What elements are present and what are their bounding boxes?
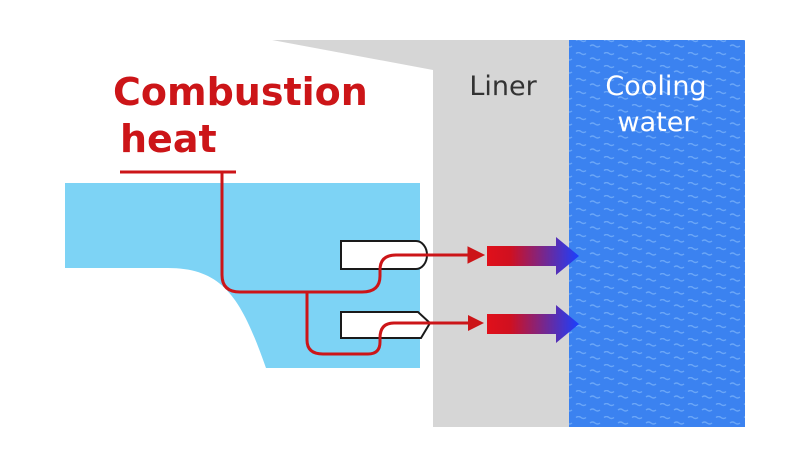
piston (65, 183, 420, 368)
combustion-chamber-wedge (272, 40, 433, 70)
heat-transfer-arrow-upper (487, 237, 579, 275)
cylinder-liner (433, 40, 569, 427)
cooling-water-label-line1: Cooling (605, 71, 706, 102)
heat-flow-path (120, 170, 430, 356)
combustion-heat-label-line2: heat (120, 117, 217, 161)
heat-transfer-arrow-lower (487, 305, 579, 343)
liner-label: Liner (469, 71, 537, 102)
cooling-water (569, 40, 745, 427)
combustion-heat-label-line1: Combustion (113, 70, 368, 114)
heat-arrow-lower-head (468, 315, 484, 331)
cooling-water-label-line2: water (618, 107, 696, 138)
